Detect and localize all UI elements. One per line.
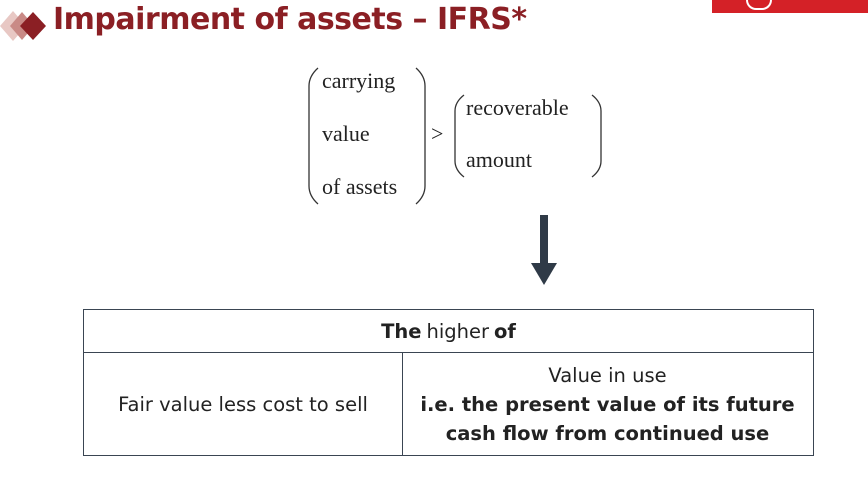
page-title: Impairment of assets – IFRS* — [53, 2, 527, 37]
equation-left-line-1: carrying — [322, 68, 396, 93]
impairment-equation: carrying value of assets > recoverable a… — [0, 0, 868, 220]
table-header-word-higher: higher — [426, 319, 490, 343]
right-open-paren — [454, 94, 465, 178]
down-arrow-icon — [531, 215, 557, 285]
value-in-use-definition-line-2: cash flow from continued use — [445, 421, 770, 445]
equation-right-line-1: recoverable — [466, 95, 569, 120]
left-close-paren — [415, 67, 426, 205]
equation-right-line-2: amount — [466, 147, 532, 172]
table-header-word-of: of — [494, 319, 516, 343]
higher-of-table: The higher of Fair value less cost to se… — [83, 309, 814, 456]
table-header-word-the: The — [381, 319, 422, 343]
left-open-paren — [308, 67, 319, 205]
value-in-use-definition-line-1: i.e. the present value of its future — [420, 392, 795, 416]
equation-operator: > — [431, 121, 444, 146]
value-in-use-title: Value in use — [548, 363, 667, 387]
equation-left-line-2: value — [322, 121, 370, 146]
table-header: The higher of — [84, 310, 813, 353]
corner-logo — [712, 0, 868, 13]
fair-value-cell: Fair value less cost to sell — [84, 353, 403, 455]
equation-left-line-3: of assets — [322, 174, 398, 199]
diamond-bullet-icon — [0, 11, 46, 41]
value-in-use-cell: Value in use i.e. the present value of i… — [403, 353, 812, 455]
right-close-paren — [591, 94, 602, 178]
